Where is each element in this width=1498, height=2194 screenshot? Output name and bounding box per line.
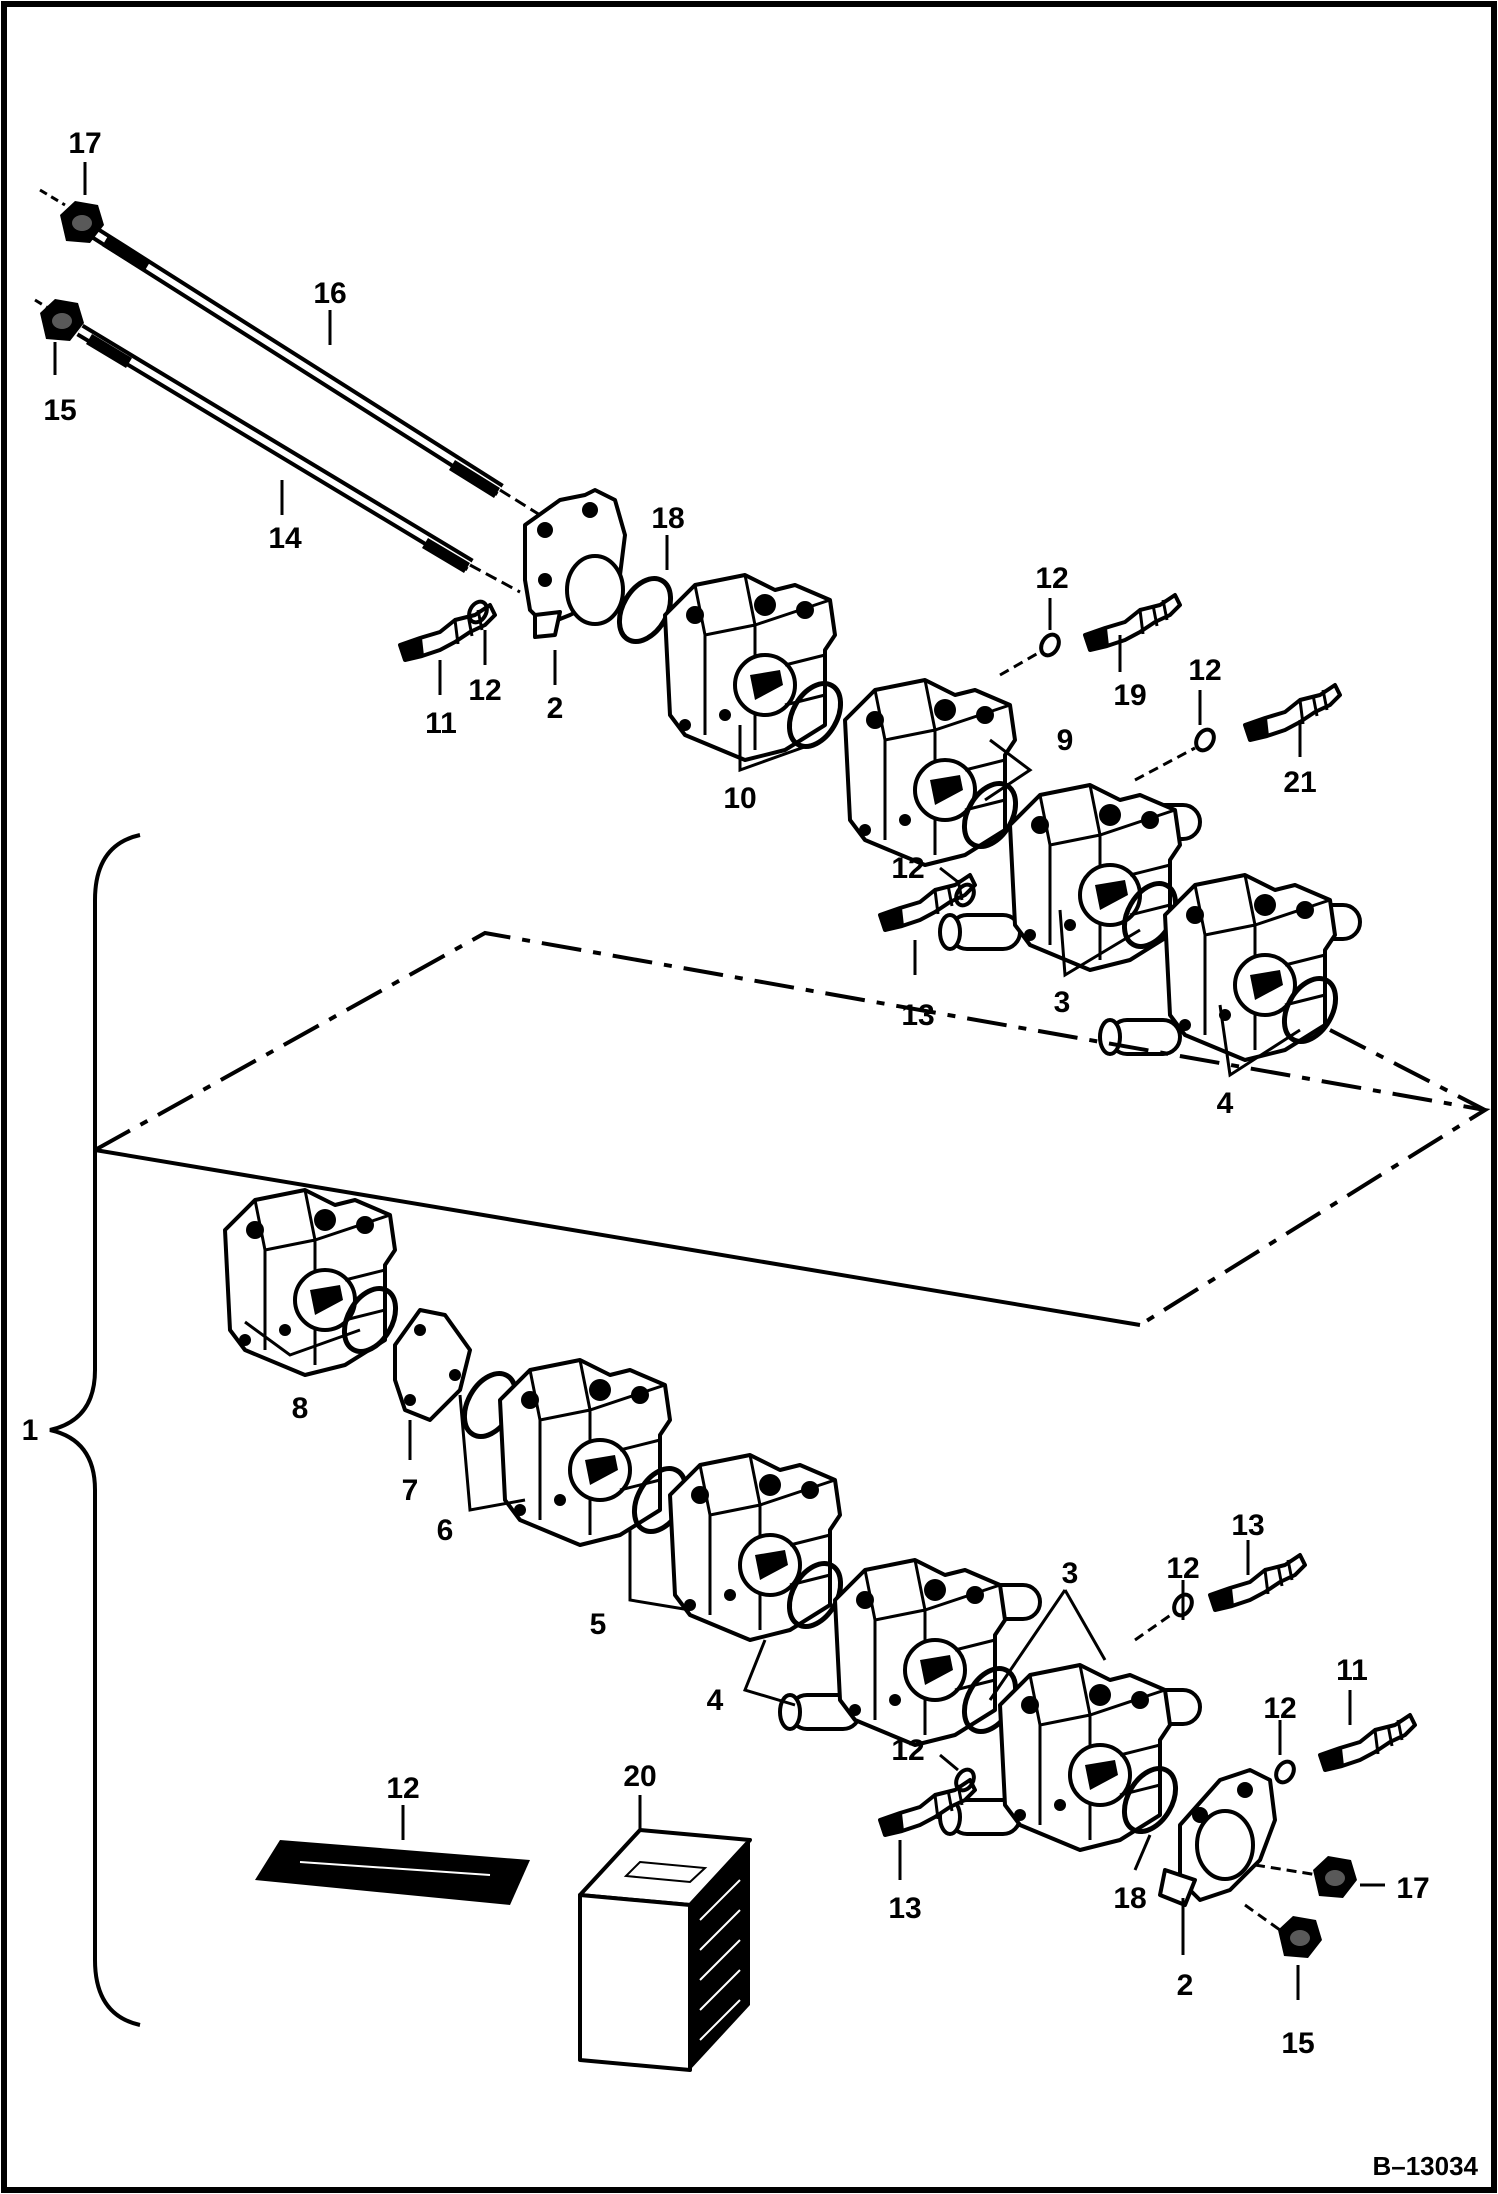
callout-5: 5 [590,1608,607,1641]
callout-8: 8 [292,1392,309,1425]
relief-valve-11-bottom [1318,1713,1417,1772]
valve-section-3-bottom [998,1663,1172,1852]
callout-11-bottom: 11 [1336,1654,1368,1687]
relief-valve-19 [1083,593,1182,652]
callout-21: 21 [1283,766,1316,799]
callout-12-top-left: 12 [468,674,501,707]
callout-20: 20 [623,1760,656,1793]
callout-10: 10 [723,782,756,815]
callout-14: 14 [268,522,302,555]
assembly-dash-outline [94,930,1491,1327]
callout-12-top-21: 12 [1188,654,1221,687]
callout-13-bottom-right: 13 [1231,1509,1264,1542]
valve-section-10 [663,573,837,762]
callout-labels: 17 16 15 14 18 11 12 2 12 19 12 21 9 10 … [22,127,1430,2060]
callout-12-seal-kit: 12 [386,1772,419,1805]
callout-18-top: 18 [651,502,684,535]
callout-9: 9 [1057,724,1074,757]
valve-section-4-top [1163,873,1337,1062]
callout-4-top: 4 [1217,1087,1234,1120]
callout-18-bottom: 18 [1113,1882,1146,1915]
plate-7 [393,1308,472,1422]
outlet-body-bottom [1158,1768,1277,1907]
seal-kit-12 [255,1840,530,1905]
nut-17-bottom [1313,1856,1357,1898]
tie-rod-14 [76,324,521,594]
callout-4-bottom: 4 [707,1684,724,1717]
assembly-solid-edge [94,1148,1141,1327]
relief-valve-21 [1243,683,1342,742]
callout-11-top: 11 [425,707,457,740]
callout-12-top-19: 12 [1035,562,1068,595]
nut-15-bottom [1278,1916,1322,1958]
oring-12-bottom-11 [1270,1756,1300,1788]
valve-section-5 [668,1453,842,1642]
assembly-brace [49,833,141,2027]
callout-15-top: 15 [43,394,76,427]
relief-valve-11-top [398,603,497,662]
manual-box-20 [578,1828,752,2072]
callout-17-bottom: 17 [1396,1872,1429,1905]
oring-12-top-21 [1190,724,1220,756]
spool-3-top-left [938,913,1022,951]
callout-12-bottom-13: 12 [891,1734,924,1767]
tie-rod-16 [86,224,541,517]
valve-section-9 [843,678,1017,867]
valve-section-6 [498,1358,672,1547]
callout-12-bottom-11: 12 [1263,1692,1296,1725]
callout-1: 1 [22,1414,39,1447]
inlet-body-top [523,488,627,639]
relief-valve-13-bottom-right [1208,1553,1307,1612]
valve-section-4-bottom [833,1558,1007,1747]
callout-15-bottom: 15 [1281,2027,1314,2060]
callout-13-bottom-left: 13 [888,1892,921,1925]
callout-7: 7 [402,1474,419,1507]
callout-19: 19 [1113,679,1146,712]
leader-lines [53,162,1352,2000]
callout-2-bottom: 2 [1177,1969,1194,2002]
drawing-number: B–13034 [1372,2151,1478,2181]
callout-12-bottom-right: 12 [1166,1552,1199,1585]
callout-12-top-13: 12 [891,852,924,885]
callout-13-top: 13 [901,999,934,1032]
callout-3-top: 3 [1054,986,1071,1019]
callout-6: 6 [437,1514,454,1547]
callout-17-top: 17 [68,127,101,160]
callout-2-top: 2 [547,692,564,725]
callout-3-bottom: 3 [1062,1557,1079,1590]
oring-12-top-19 [1035,629,1065,661]
callout-16: 16 [313,277,346,310]
